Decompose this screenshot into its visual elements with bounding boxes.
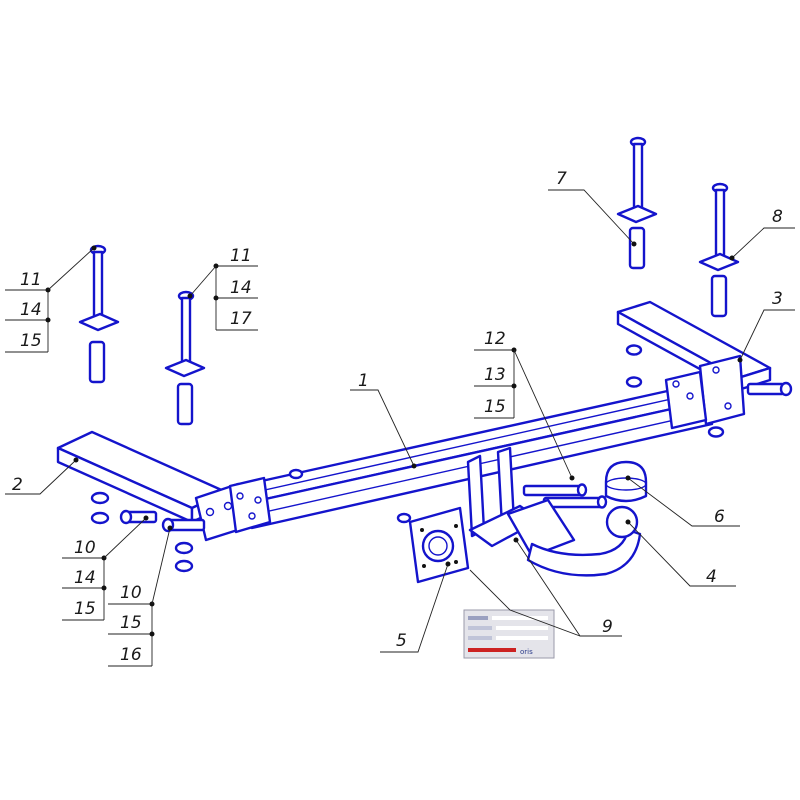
callout-2: 2 <box>12 475 23 495</box>
callout-7: 7 <box>556 169 567 189</box>
bolts-part-12 <box>522 483 608 509</box>
vertical-bolt-set-8 <box>698 182 740 318</box>
callout-11-a: 11 <box>20 270 42 290</box>
callout-8: 8 <box>772 207 783 227</box>
callout-16: 16 <box>120 645 142 665</box>
callout-11-b: 11 <box>230 246 252 266</box>
right-bracket-part-3 <box>616 300 772 430</box>
callout-10-a: 10 <box>74 538 96 558</box>
left-bracket-part-2 <box>56 430 272 542</box>
callout-15-d: 15 <box>484 397 506 417</box>
bolts-part-10 <box>119 509 206 533</box>
vertical-bolt-set-left <box>78 244 120 384</box>
loose-washers <box>90 344 725 573</box>
ball-cover-part-6 <box>604 460 648 503</box>
callout-14-a: 14 <box>74 568 96 588</box>
callout-15-a: 15 <box>74 599 96 619</box>
callout-15-c: 15 <box>20 331 42 351</box>
crossbar-part-1 <box>228 384 714 530</box>
plate-brand-text: oris <box>520 648 533 656</box>
callout-9: 9 <box>602 617 613 637</box>
center-mount-part-9 <box>466 446 576 558</box>
socket-plate-part-5 <box>408 506 470 584</box>
callout-12: 12 <box>484 329 506 349</box>
callout-15-b: 15 <box>120 613 142 633</box>
vertical-bolt-set-7 <box>616 136 658 270</box>
callout-10-b: 10 <box>120 583 142 603</box>
callout-1: 1 <box>358 371 369 391</box>
certificate-plate: oris <box>463 609 555 659</box>
callout-14-c: 14 <box>230 278 252 298</box>
callout-5: 5 <box>396 631 407 651</box>
callout-13: 13 <box>484 365 506 385</box>
callout-4: 4 <box>706 567 717 587</box>
callout-6: 6 <box>714 507 725 527</box>
callout-14-b: 14 <box>20 300 42 320</box>
callout-labels: 1 2 3 4 5 6 7 8 9 10 14 15 10 15 16 11 1… <box>12 169 783 665</box>
leader-lines <box>5 189 795 667</box>
right-bolt <box>746 381 793 397</box>
vertical-bolt-set-center-left <box>164 290 206 426</box>
tow-arm-part-4 <box>526 505 642 577</box>
callout-17: 17 <box>230 309 252 329</box>
callout-3: 3 <box>772 289 783 309</box>
